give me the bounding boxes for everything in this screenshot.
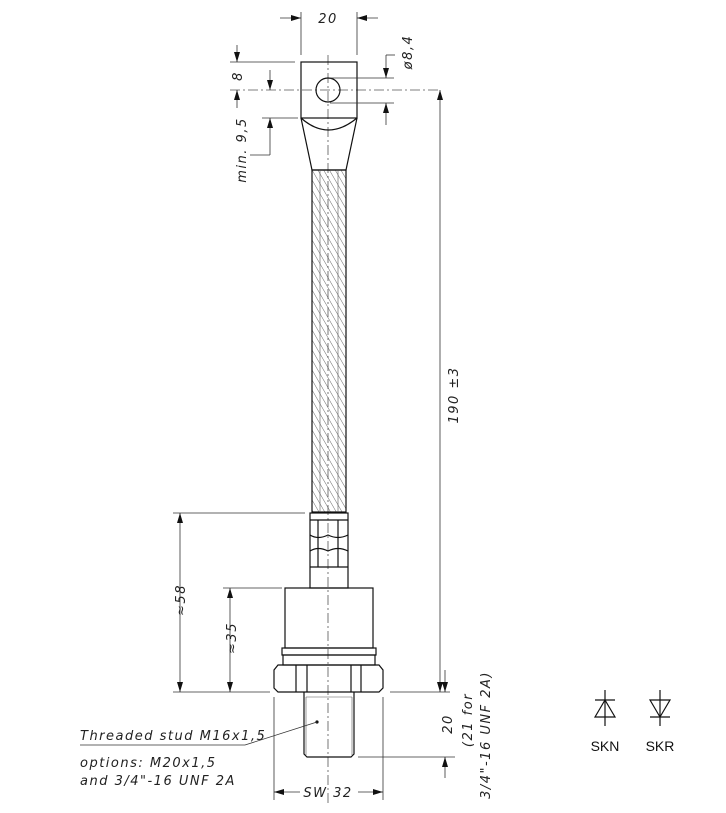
symbol-label-skr: SKR: [646, 738, 675, 754]
dim-text: 20: [441, 714, 456, 734]
symbol-label-skn: SKN: [591, 738, 620, 754]
dim-text: min. 9,5: [235, 117, 250, 182]
dim-note: (21 for: [461, 693, 476, 747]
dim-length-35: ≈35: [223, 587, 282, 692]
diode-housing: [273, 587, 384, 693]
dim-text: SW 32: [303, 786, 352, 801]
dim-stud-length: 20 (21 for 3/4"-16 UNF 2A): [358, 670, 494, 799]
dim-length-58: ≈58: [173, 512, 305, 693]
dim-lug-min: min. 9,5: [235, 70, 298, 183]
dim-text: 190 ±3: [447, 366, 462, 423]
dim-hole-diameter: ø8,4: [330, 35, 416, 125]
stud-note: Threaded stud M16x1,5 options: M20x1,5 a…: [80, 720, 319, 789]
note-options-2: and 3/4"-16 UNF 2A: [80, 774, 236, 789]
dim-wrench-size: SW 32: [273, 697, 384, 801]
dim-lug-top: 8: [230, 45, 295, 108]
dim-note: 3/4"-16 UNF 2A): [479, 671, 494, 799]
dim-overall-length: 190 ±3: [390, 90, 462, 693]
dim-text: ø8,4: [401, 35, 416, 71]
dim-text: 20: [318, 12, 338, 27]
note-stud: Threaded stud M16x1,5: [80, 729, 266, 744]
note-options: options: M20x1,5: [80, 756, 217, 771]
threaded-stud: [303, 692, 355, 758]
cable: [311, 169, 347, 513]
dim-text: 8: [231, 71, 246, 81]
dim-text: ≈58: [174, 584, 189, 616]
dim-text: ≈35: [225, 622, 240, 654]
diode-up-icon: [593, 690, 617, 726]
diode-down-icon: [648, 690, 672, 726]
lug-hole: [315, 77, 341, 103]
crimp-ferrule: [309, 512, 349, 589]
dim-lug-width: 20: [280, 12, 378, 55]
